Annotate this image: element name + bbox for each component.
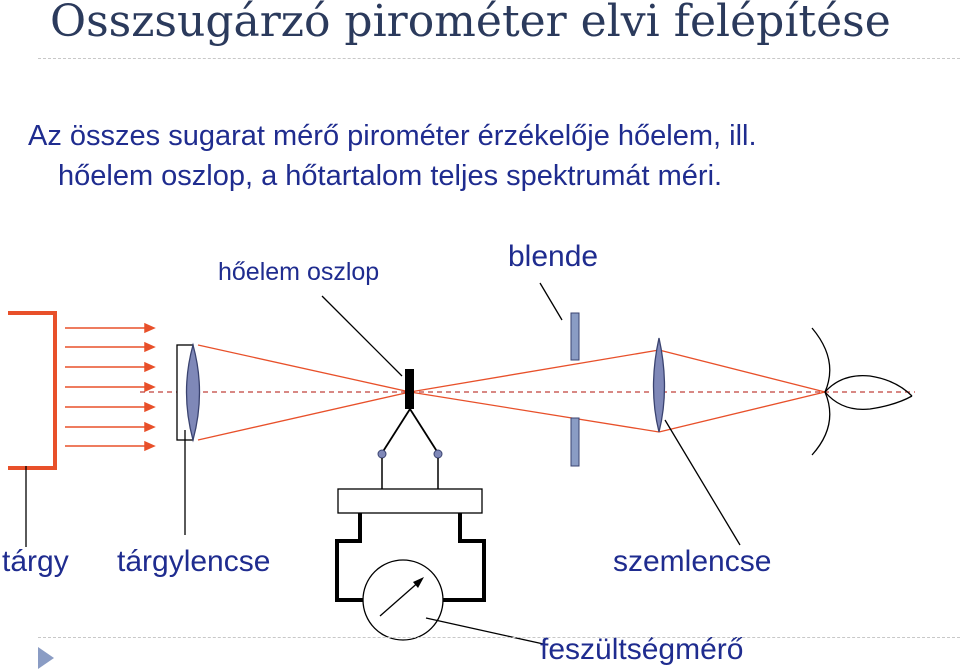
body-line-2: hőelem oszlop, a hőtartalom teljes spekt… [58,160,723,192]
body-line-1: Az összes sugarat mérő pirométer érzékel… [28,120,757,152]
thermopile [377,369,443,489]
label-hoelem-oszlop: hőelem oszlop [218,258,380,286]
bullet-triangle-icon [38,647,54,669]
label-feszultsegmero: feszültségmérő [540,633,744,666]
leader-lines [25,282,741,646]
label-szemlencse: szemlencse [613,545,772,578]
measuring-circuit [335,513,486,602]
slide-title: Összsugárzó pirométer elvi felépítése [50,0,891,47]
target-object [8,311,57,470]
voltmeter [362,559,444,641]
aperture-stop [570,312,580,467]
label-targylencse: tárgylencse [117,545,271,578]
title-divider [38,58,960,59]
radiation-arrows [65,322,156,452]
eye [811,327,913,456]
label-blende: blende [508,240,599,273]
light-rays [197,344,826,441]
footer-divider [38,637,960,638]
label-targy: tárgy [2,545,69,578]
objective-lens [176,342,201,443]
eyepiece-lens [652,337,666,433]
reference-block [337,488,483,514]
